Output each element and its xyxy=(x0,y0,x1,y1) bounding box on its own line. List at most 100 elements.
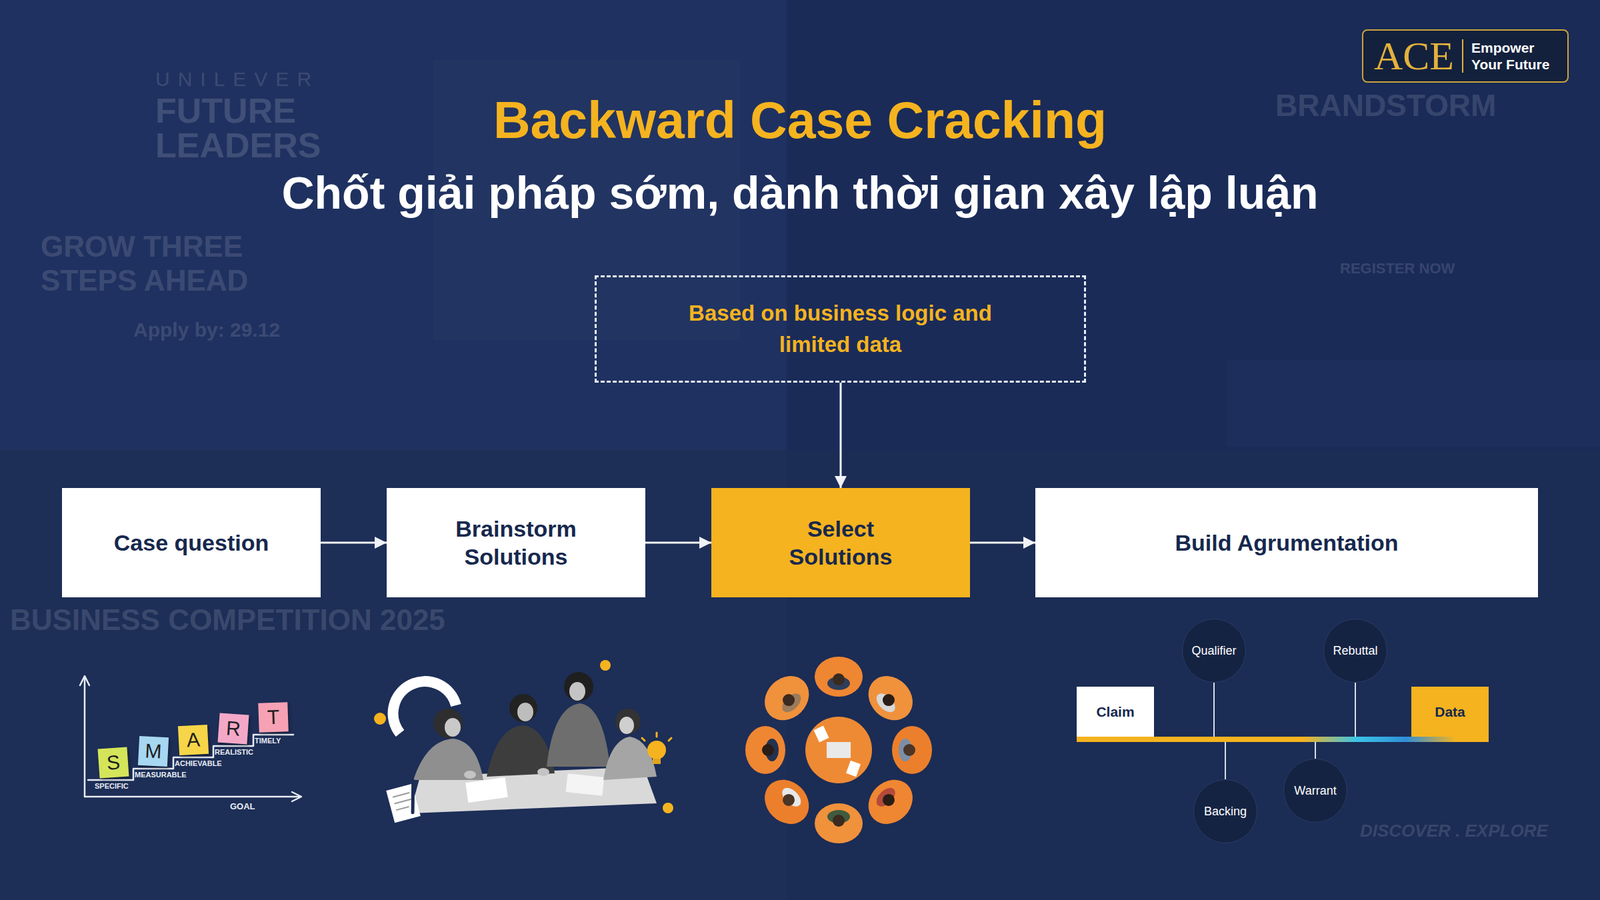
flow-arrow xyxy=(645,542,712,544)
node-label: A xyxy=(186,729,201,750)
process-box: Case question xyxy=(62,488,321,598)
round-table xyxy=(805,716,872,784)
seat xyxy=(756,667,818,730)
seat xyxy=(762,744,774,756)
process-box: Select Solutions xyxy=(711,488,970,598)
person xyxy=(546,703,610,767)
hand xyxy=(464,770,476,779)
sticky-note: A xyxy=(178,724,209,756)
person xyxy=(517,702,534,722)
lightbulb-ray xyxy=(642,732,672,741)
claim-box: Claim xyxy=(1076,686,1154,737)
toulmin-circle: Rebuttal xyxy=(1323,618,1388,683)
node-label: Select Solutions xyxy=(757,514,924,572)
toulmin-circle: Qualifier xyxy=(1182,618,1246,683)
watermark-text: BUSINESS COMPETITION 2025 xyxy=(10,603,446,638)
seat xyxy=(756,770,818,833)
node-label: Warrant xyxy=(1294,784,1336,798)
notepad xyxy=(392,792,413,810)
logo-text: Empower Your Future xyxy=(1462,39,1557,73)
notepad xyxy=(385,780,423,823)
laptop xyxy=(826,742,851,758)
lightbulb xyxy=(642,732,672,764)
seat xyxy=(892,726,932,774)
subtitle: Chốt giải pháp sớm, dành thời gian xây l… xyxy=(0,166,1600,219)
watermark-text: UNILEVER xyxy=(155,68,320,92)
seat xyxy=(903,744,916,756)
seat xyxy=(859,667,922,730)
hand xyxy=(537,768,550,776)
axis-line xyxy=(84,677,86,797)
notepad xyxy=(386,784,421,824)
node-label: R xyxy=(225,718,242,739)
paper xyxy=(465,777,508,803)
background xyxy=(0,450,787,900)
flow-arrow xyxy=(970,542,1036,544)
seat xyxy=(778,784,804,810)
person xyxy=(433,708,463,738)
lightbulb xyxy=(652,758,661,764)
meeting-illustration xyxy=(745,656,932,844)
watermark-text: REGISTER NOW xyxy=(1340,260,1455,277)
toulmin-circle: Backing xyxy=(1193,779,1258,844)
node-label: Case question xyxy=(114,528,269,558)
node-label: T xyxy=(266,707,280,728)
node-label: Qualifier xyxy=(1191,644,1236,658)
flow-arrow xyxy=(840,382,842,488)
watermark-text: GROW THREE STEPS AHEAD xyxy=(40,230,321,298)
seat xyxy=(756,770,818,833)
dot xyxy=(374,712,386,725)
watermark-text: DISCOVER . EXPLORE xyxy=(1360,821,1548,842)
paper xyxy=(846,760,861,777)
node-label: Claim xyxy=(1096,704,1134,720)
seat xyxy=(859,667,922,730)
leader-line xyxy=(1314,742,1316,759)
process-box: Build Agrumentation xyxy=(1035,488,1538,598)
dot xyxy=(600,660,611,671)
node-label: Based on business logic and limited data xyxy=(667,298,1014,360)
flow-arrow xyxy=(320,542,387,544)
note-box: Based on business logic and limited data xyxy=(594,275,1086,383)
person xyxy=(569,682,586,701)
seat xyxy=(873,690,899,716)
seat xyxy=(745,726,786,774)
person xyxy=(564,672,594,702)
leader-line xyxy=(1354,682,1356,737)
sticky-note: M xyxy=(138,736,169,767)
seat xyxy=(814,656,863,697)
toulmin-bar xyxy=(1076,736,1489,742)
logo-box: ACEEmpower Your Future xyxy=(1362,29,1569,83)
node-label: Rebuttal xyxy=(1332,644,1378,658)
node-label: Brainstorm Solutions xyxy=(432,514,600,572)
watermark-text: FUTURE LEADERS xyxy=(155,93,356,163)
person xyxy=(615,708,641,734)
node-label: Build Agrumentation xyxy=(1175,528,1399,558)
person xyxy=(444,718,461,737)
node-label: Backing xyxy=(1204,804,1247,819)
step-label: ACHIEVABLE xyxy=(174,759,222,768)
seat xyxy=(756,667,818,730)
leader-line xyxy=(1213,682,1215,737)
brainstorm-illustration xyxy=(374,660,674,823)
step-label: TIMELY xyxy=(254,736,281,746)
node-label: S xyxy=(106,752,121,773)
paper xyxy=(814,726,830,743)
seat xyxy=(814,656,863,697)
watermark-text: Apply by: 29.12 xyxy=(133,318,280,342)
sticky-note: S xyxy=(98,747,130,779)
axis-arrow xyxy=(80,676,90,686)
toulmin-circle: Warrant xyxy=(1283,758,1348,823)
person xyxy=(509,694,538,722)
person xyxy=(413,738,484,780)
person xyxy=(603,736,657,780)
process-box: Brainstorm Solutions xyxy=(386,488,646,598)
seat xyxy=(832,814,845,827)
node-label: M xyxy=(144,740,163,762)
smart-staircase xyxy=(80,676,302,802)
seat xyxy=(880,691,897,708)
seat xyxy=(892,726,932,774)
person xyxy=(486,725,555,777)
axis-label: GOAL xyxy=(230,802,256,812)
seat xyxy=(780,791,797,808)
step-label: REALISTIC xyxy=(214,748,254,757)
